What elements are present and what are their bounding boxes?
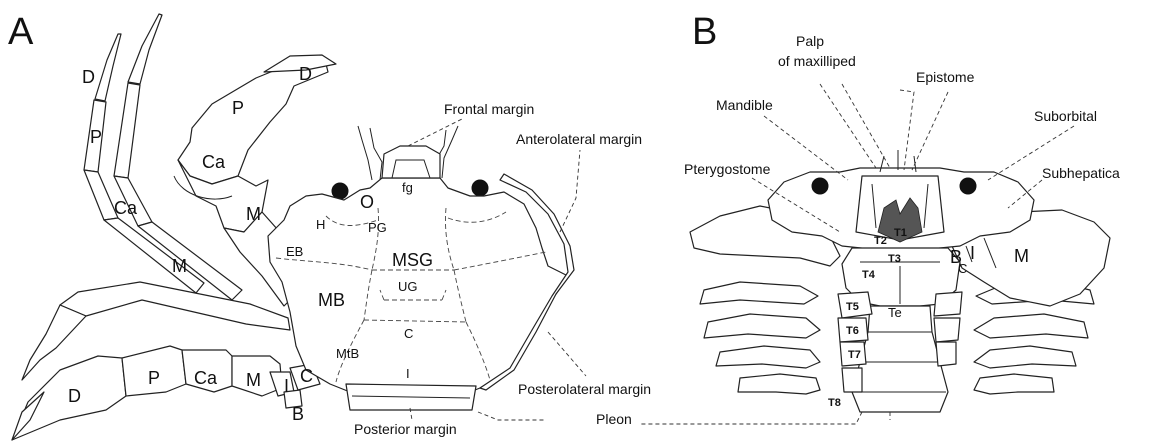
palp-label-line2: of maxilliped [778,53,856,69]
ventral-legs-left [700,282,820,394]
region-mb-label: MB [318,290,345,310]
pterygostome-label: Pterygostome [684,161,771,177]
frontal-margin-label: Frontal margin [444,101,534,117]
leg4-merus-label: M [246,370,261,390]
ventral-merus-label: M [1014,246,1029,266]
carapace [268,178,568,392]
cheliped-merus-label: M [246,204,261,224]
leg4-propodus-label: P [148,368,160,388]
region-ug-label: UG [398,279,418,294]
leg4-coxa-label: C [300,366,313,386]
panel-a-letter: A [8,11,34,53]
subhepatica-label: Subhepatica [1042,165,1120,181]
mandible-label: Mandible [716,97,773,113]
region-c-label: C [404,326,413,341]
epistome-label: Epistome [916,69,975,85]
panel-a-dorsal-view: A D P Ca M D P Ca M D P Ca M I C B fg O … [8,11,651,440]
walking-leg-4 [12,346,320,440]
ventral-coxa-label: C [958,261,967,276]
region-eb-label: EB [286,244,303,259]
ventral-eye-right [960,178,976,194]
leg4-dactylus-label: D [68,386,81,406]
region-h-label: H [316,217,325,232]
leg4-carpus-label: Ca [194,368,218,388]
cheliped-dactylus-label: D [299,64,312,84]
region-i-label: I [406,366,410,381]
segment-t1-label: T1 [894,227,907,239]
leg1-carpus-label: Ca [114,198,138,218]
region-o-label: O [360,192,374,212]
suborbital-label: Suborbital [1034,108,1097,124]
segment-t6-label: T6 [846,325,859,337]
region-fg-label: fg [402,180,413,195]
region-mtb-label: MtB [336,346,359,361]
posterior-margin-label: Posterior margin [354,421,457,437]
leg4-ischium-label: I [284,376,289,396]
cheliped-propodus-label: P [232,98,244,118]
segment-t2-label: T2 [874,235,887,247]
segment-t3-label: T3 [888,253,901,265]
segment-t7-label: T7 [848,349,861,361]
panel-b-ventral-view: B Palp of maxilliped Epistome Mandible S… [640,11,1120,424]
ventral-eye-left [812,178,828,194]
leg1-propodus-label: P [90,127,102,147]
leg1-merus-label: M [172,256,187,276]
leg4-basis-label: B [292,404,304,424]
rostrum-notch [382,146,440,178]
pleon-label: Pleon [596,411,632,427]
posterolateral-margin-label: Posterolateral margin [518,381,651,397]
segment-t4-label: T4 [862,269,876,281]
panel-b-letter: B [692,11,717,53]
segment-te-label: Te [888,305,902,320]
palp-label-line1: Palp [796,33,824,49]
region-pg-label: PG [368,220,387,235]
anterolateral-margin-label: Anterolateral margin [516,131,642,147]
ventral-ischium-label: I [970,243,975,263]
region-msg-label: MSG [392,250,433,270]
cheliped-carpus-label: Ca [202,152,226,172]
segment-t5-label: T5 [846,301,859,313]
leg1-dactylus-label: D [82,67,95,87]
segment-t8-label: T8 [828,397,841,409]
